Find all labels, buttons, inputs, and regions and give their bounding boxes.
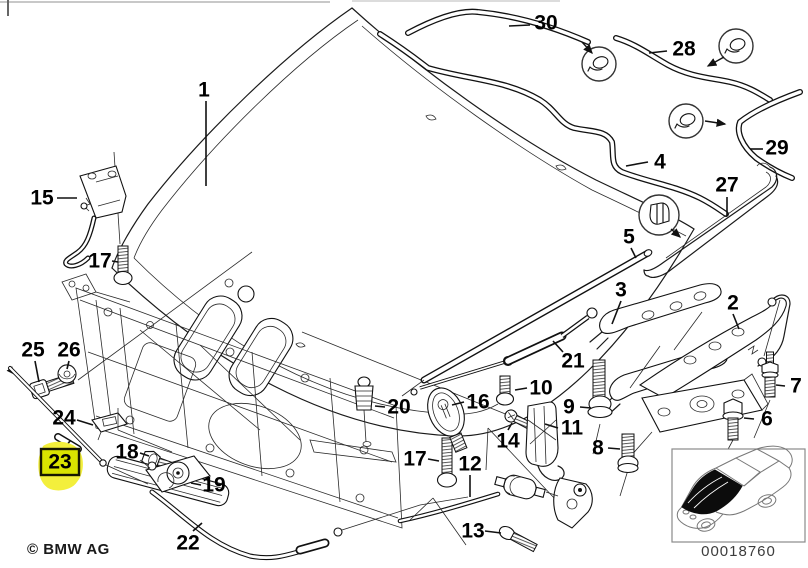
scan-artifacts (0, 0, 560, 16)
car-thumbnail (671, 445, 806, 543)
part-label-23[interactable]: 23 (48, 451, 71, 474)
part-leader-14 (507, 422, 513, 431)
highlight-box (39, 447, 81, 477)
radiator-support (61, 251, 546, 529)
seal-strips (377, 8, 803, 397)
part-label-17[interactable]: 17 (88, 250, 111, 273)
bowden-cables (149, 474, 593, 561)
part-label-8[interactable]: 8 (592, 437, 604, 460)
part-leader-7 (775, 384, 786, 387)
part-label-4[interactable]: 4 (654, 151, 666, 174)
part-leader-5 (630, 247, 637, 259)
part-leader-26 (66, 360, 70, 370)
part-leader-4 (625, 161, 649, 167)
part-label-12[interactable]: 12 (458, 453, 481, 476)
striker-11 (485, 401, 565, 501)
part-leader-9 (579, 406, 592, 409)
part-leader-11 (544, 423, 559, 429)
buffer-20 (354, 376, 374, 447)
part-label-6[interactable]: 6 (761, 408, 773, 431)
part-label-11[interactable]: 11 (561, 417, 584, 440)
part-label-13[interactable]: 13 (461, 520, 484, 543)
part-leader-22 (192, 522, 203, 532)
part-leader-6 (743, 417, 755, 420)
part-leader-8 (607, 447, 621, 450)
part-leader-17 (427, 458, 440, 462)
part-label-17[interactable]: 17 (403, 448, 426, 471)
part-leader-25 (34, 360, 40, 383)
part-label-14[interactable]: 14 (496, 430, 520, 453)
part-label-16[interactable]: 16 (466, 391, 489, 414)
part-label-5[interactable]: 5 (623, 226, 635, 249)
part-label-25[interactable]: 25 (21, 339, 45, 362)
part-leader-3 (611, 300, 622, 325)
part-leader-16 (451, 401, 465, 406)
grommet-16 (427, 387, 468, 453)
part-leader-20 (374, 405, 386, 408)
part-leader-2 (732, 313, 740, 330)
part-label-3[interactable]: 3 (615, 279, 627, 302)
part-label-10[interactable]: 10 (529, 377, 552, 400)
part-leader-30 (508, 24, 531, 27)
part-label-27[interactable]: 27 (715, 174, 738, 197)
part-label-22[interactable]: 22 (176, 532, 199, 555)
gas-strut (410, 307, 598, 396)
part-label-19[interactable]: 19 (202, 474, 225, 497)
part-leader-18 (139, 452, 150, 457)
detail-callouts (581, 28, 754, 238)
part-leader-17 (111, 260, 119, 263)
highlighted-hood-fill (681, 469, 743, 515)
part-label-2[interactable]: 2 (727, 292, 739, 315)
part-label-15[interactable]: 15 (30, 187, 54, 210)
safety-catch-15 (63, 165, 127, 269)
part-leader-10 (514, 387, 528, 391)
part-label-28[interactable]: 28 (672, 38, 696, 61)
part-label-20[interactable]: 20 (387, 396, 410, 419)
part-label-30[interactable]: 30 (534, 12, 557, 35)
part-labels: 1 15 17 25 26 24 23 18 19 22 30 28 29 4 27 5 3 2 21 20 10 16 9… (21, 12, 802, 555)
garnish-strip (643, 162, 779, 278)
part-leader-21 (552, 340, 564, 353)
part-label-29[interactable]: 29 (765, 137, 788, 160)
image-id: 00018760 (701, 543, 776, 560)
part-label-7[interactable]: 7 (790, 375, 802, 398)
part-label-26[interactable]: 26 (57, 339, 80, 362)
part-label-18[interactable]: 18 (115, 441, 139, 464)
part-leader-19 (190, 482, 202, 486)
roundel-icon (237, 285, 255, 303)
part-leader-24 (76, 419, 94, 426)
part-label-21[interactable]: 21 (561, 350, 585, 373)
part-label-1[interactable]: 1 (198, 79, 210, 102)
lower-latch-19 (106, 455, 230, 507)
part-leader-28 (648, 50, 668, 54)
part-leader-13 (484, 530, 502, 534)
part-label-9[interactable]: 9 (563, 396, 575, 419)
part-label-24[interactable]: 24 (52, 407, 76, 430)
clip-24 (91, 408, 173, 453)
copyright-text: © BMW AG (27, 541, 110, 558)
